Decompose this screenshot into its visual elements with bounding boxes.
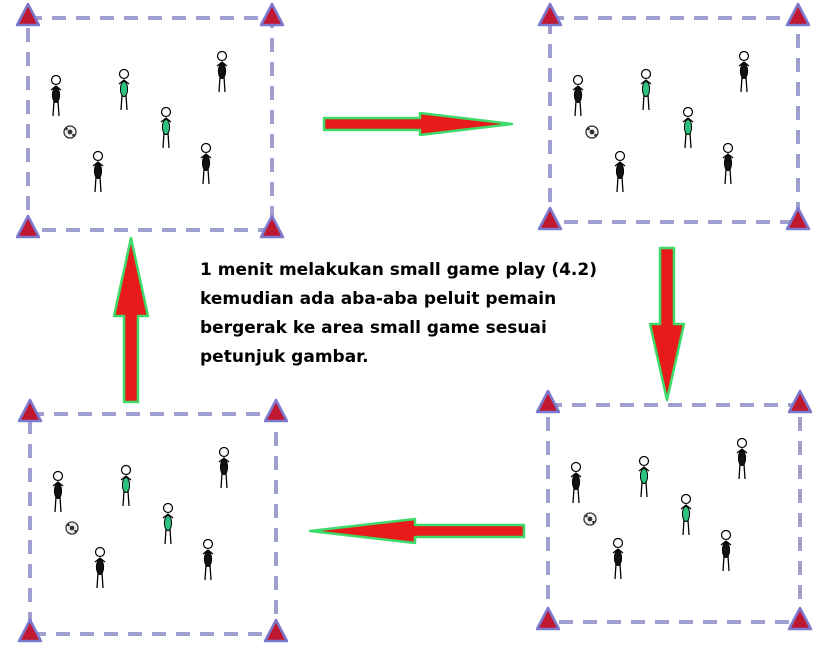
player-icon	[216, 50, 228, 93]
arrow-left-icon	[308, 517, 526, 545]
cone-icon	[263, 618, 289, 643]
arrow-up-icon	[112, 236, 150, 404]
cone-icon	[535, 606, 561, 631]
player-icon	[736, 437, 748, 480]
player-icon	[160, 106, 172, 149]
instruction-text: 1 menit melakukan small game play (4.2) …	[200, 256, 620, 372]
field-top-right	[537, 2, 811, 231]
arrow-right-icon	[322, 111, 514, 137]
caption-line: bergerak ke area small game sesuai	[200, 318, 547, 338]
cone-icon	[537, 206, 563, 231]
player-icon	[120, 464, 132, 507]
player-icon	[682, 106, 694, 149]
player-icon	[612, 537, 624, 580]
player-icon	[94, 546, 106, 589]
cone-icon	[785, 2, 811, 27]
caption-line: 1 menit melakukan small game play (4.2)	[200, 260, 597, 280]
player-icon	[92, 150, 104, 193]
field-bottom-right	[535, 389, 813, 631]
cone-icon	[787, 606, 813, 631]
player-icon	[162, 502, 174, 545]
caption-line: petunjuk gambar.	[200, 347, 369, 367]
cone-icon	[15, 2, 41, 27]
field-top-left	[15, 2, 285, 239]
cone-icon	[17, 618, 43, 643]
cone-icon	[17, 398, 43, 423]
player-icon	[680, 493, 692, 536]
player-icon	[572, 74, 584, 117]
player-icon	[720, 529, 732, 572]
cone-icon	[15, 214, 41, 239]
field-boundary	[548, 16, 800, 224]
player-icon	[52, 470, 64, 513]
ball-icon	[63, 125, 77, 139]
cone-icon	[535, 389, 561, 414]
cone-icon	[537, 2, 563, 27]
field-boundary	[28, 412, 278, 636]
field-bottom-left	[17, 398, 289, 643]
player-icon	[570, 461, 582, 504]
field-boundary	[26, 16, 274, 232]
cone-icon	[259, 214, 285, 239]
cone-icon	[263, 398, 289, 423]
player-icon	[638, 455, 650, 498]
arrow-down-icon	[648, 246, 686, 402]
ball-icon	[585, 125, 599, 139]
player-icon	[118, 68, 130, 111]
player-icon	[614, 150, 626, 193]
cone-icon	[785, 206, 811, 231]
ball-icon	[65, 521, 79, 535]
caption-line: kemudian ada aba-aba peluit pemain	[200, 289, 557, 309]
field-boundary	[546, 403, 802, 624]
player-icon	[50, 74, 62, 117]
player-icon	[200, 142, 212, 185]
player-icon	[722, 142, 734, 185]
cone-icon	[787, 389, 813, 414]
cone-icon	[259, 2, 285, 27]
ball-icon	[583, 512, 597, 526]
player-icon	[640, 68, 652, 111]
player-icon	[218, 446, 230, 489]
player-icon	[202, 538, 214, 581]
player-icon	[738, 50, 750, 93]
